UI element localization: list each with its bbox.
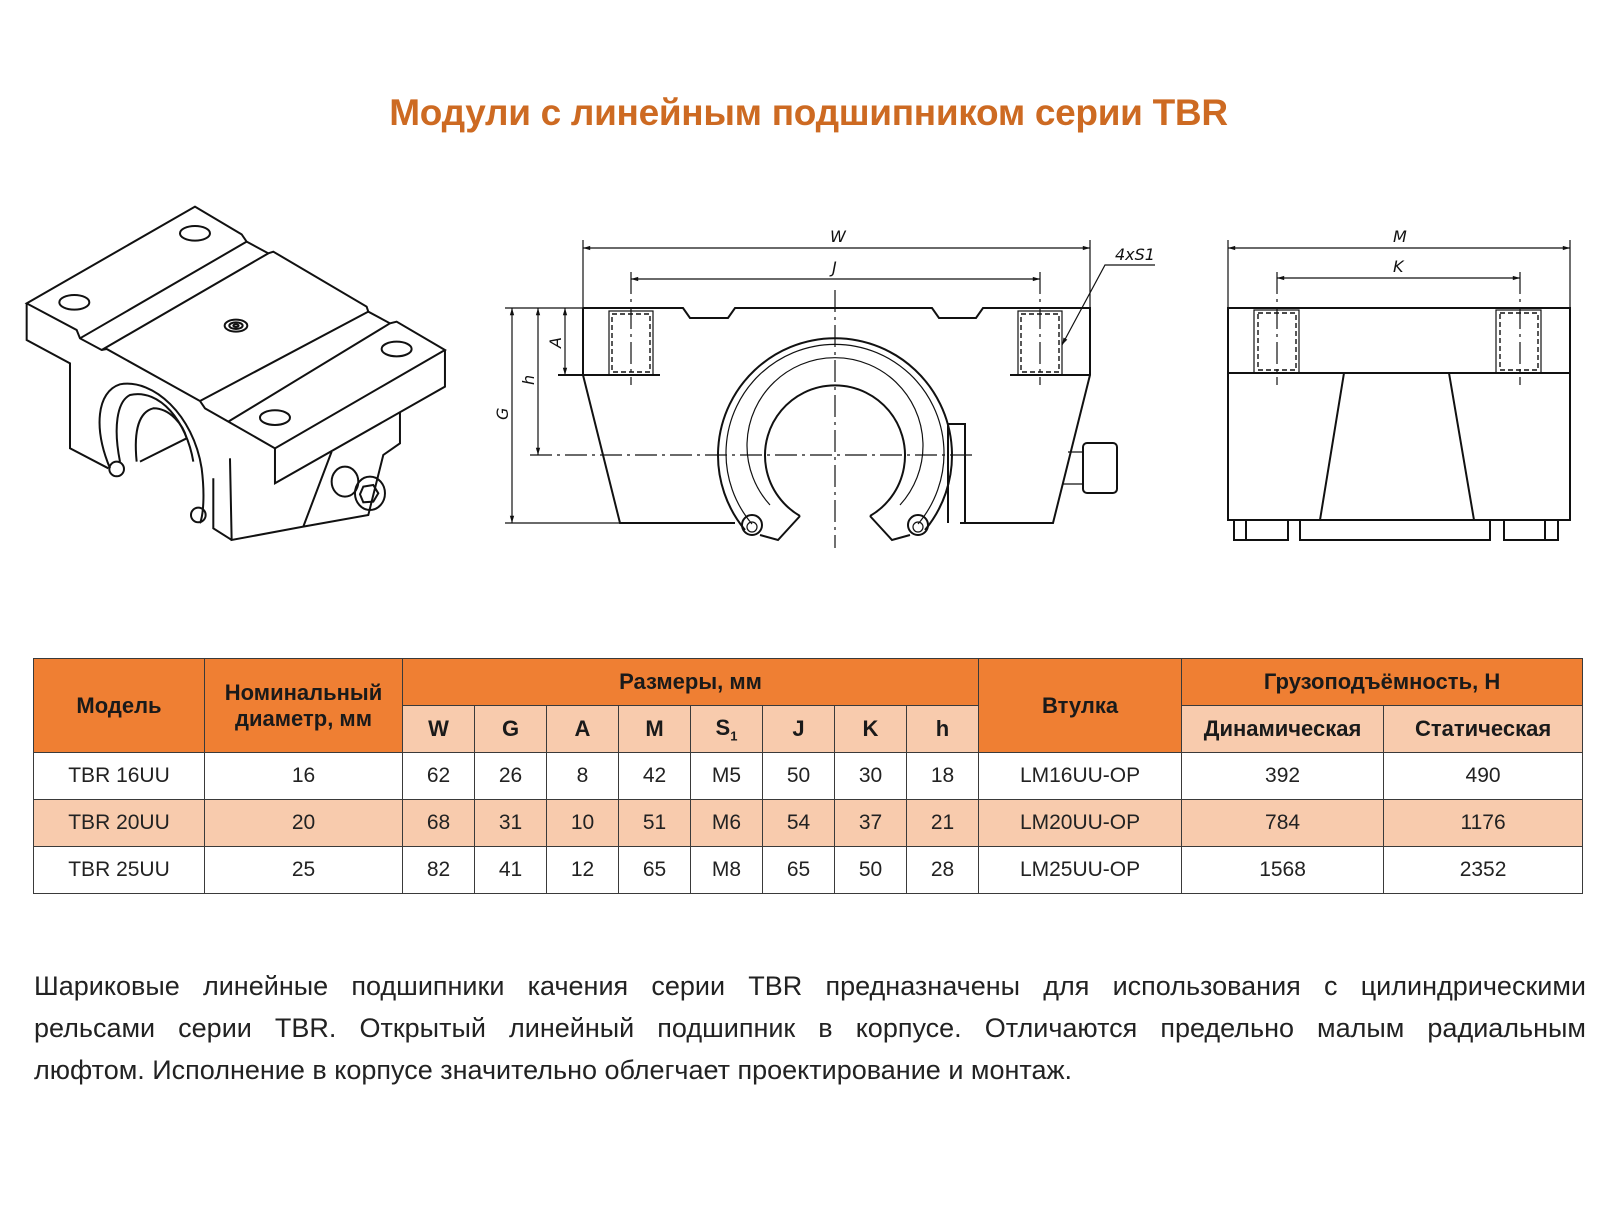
cell-h: 18 [905,752,980,800]
cell-sleeve: LM16UU-OP [978,752,1183,800]
dim-label-j: J [829,258,837,277]
header-k: K [834,705,907,753]
technical-drawings: W J G h A 4xS1 M K [24,205,1571,548]
description-paragraph: Шариковые линейные подшипники качения се… [34,965,1586,1091]
cell-w: 82 [402,846,475,894]
header-j: J [762,705,835,753]
cell-sleeve: LM20UU-OP [978,799,1183,847]
table-row: TBR 16UU 16 62 26 8 42 M5 50 30 18 LM16U… [33,752,1584,800]
header-diameter-line1: Номинальный [224,679,383,705]
cell-diameter: 16 [204,752,403,800]
front-view: W J G h A 4xS1 [493,227,1155,548]
header-load: Грузоподъёмность, Н [1181,658,1584,706]
cell-diameter: 20 [204,799,403,847]
cell-j: 50 [762,752,835,800]
cell-s1: M8 [690,846,763,894]
cell-sleeve: LM25UU-OP [978,846,1183,894]
cell-h: 21 [905,799,980,847]
cell-dynamic: 392 [1181,752,1385,800]
page-title: Модули с линейным подшипником серии TBR [389,92,1228,133]
cell-a: 10 [546,799,619,847]
header-static: Статическая [1383,705,1584,753]
cell-static: 1176 [1383,799,1584,847]
header-s1-sub: 1 [730,728,738,744]
header-s1-letter: S [715,714,731,740]
header-s1: S1 [690,705,763,753]
cell-j: 54 [762,799,835,847]
cell-j: 65 [762,846,835,894]
dim-label-h: h [519,375,538,385]
cell-m: 51 [618,799,691,847]
header-m: M [618,705,691,753]
cell-model: TBR 20UU [33,799,205,847]
header-a: A [546,705,619,753]
cell-a: 8 [546,752,619,800]
header-model: Модель [33,658,205,753]
dim-label-a: A [546,337,565,349]
cell-diameter: 25 [204,846,403,894]
table-row: TBR 20UU 20 68 31 10 51 M6 54 37 21 LM20… [33,799,1584,847]
cell-model: TBR 16UU [33,752,205,800]
description-line: рельсами серии TBR. Открытый линейный по… [34,1013,1586,1043]
cell-s1: M5 [690,752,763,800]
cell-g: 31 [474,799,547,847]
isometric-view [24,205,447,542]
cell-m: 42 [618,752,691,800]
cell-m: 65 [618,846,691,894]
dim-label-s1: 4xS1 [1115,245,1155,264]
cell-static: 490 [1383,752,1584,800]
cell-model: TBR 25UU [33,846,205,894]
header-w: W [402,705,475,753]
header-diameter-line2: диаметр, мм [235,705,372,731]
header-dynamic: Динамическая [1181,705,1385,753]
cell-k: 50 [834,846,907,894]
cell-g: 26 [474,752,547,800]
cell-a: 12 [546,846,619,894]
dim-label-k: K [1393,257,1405,276]
header-dimensions: Размеры, мм [401,658,980,706]
cell-dynamic: 1568 [1181,846,1385,894]
description-line: люфтом. Исполнение в корпусе значительно… [34,1055,1073,1085]
description-line: Шариковые линейные подшипники качения се… [34,971,1586,1001]
header-h: h [905,705,980,753]
dim-label-w: W [830,227,847,246]
header-sleeve: Втулка [978,658,1183,753]
cell-k: 37 [834,799,907,847]
side-view: M K [1227,227,1571,541]
dim-label-m: M [1393,227,1407,246]
cell-static: 2352 [1383,846,1584,894]
cell-s1: M6 [690,799,763,847]
cell-dynamic: 784 [1181,799,1385,847]
cell-w: 62 [402,752,475,800]
cell-k: 30 [834,752,907,800]
cell-h: 28 [905,846,980,894]
cell-w: 68 [402,799,475,847]
header-g: G [474,705,547,753]
cell-g: 41 [474,846,547,894]
dim-label-g: G [493,408,512,420]
table-row: TBR 25UU 25 82 41 12 65 M8 65 50 28 LM25… [33,846,1584,894]
